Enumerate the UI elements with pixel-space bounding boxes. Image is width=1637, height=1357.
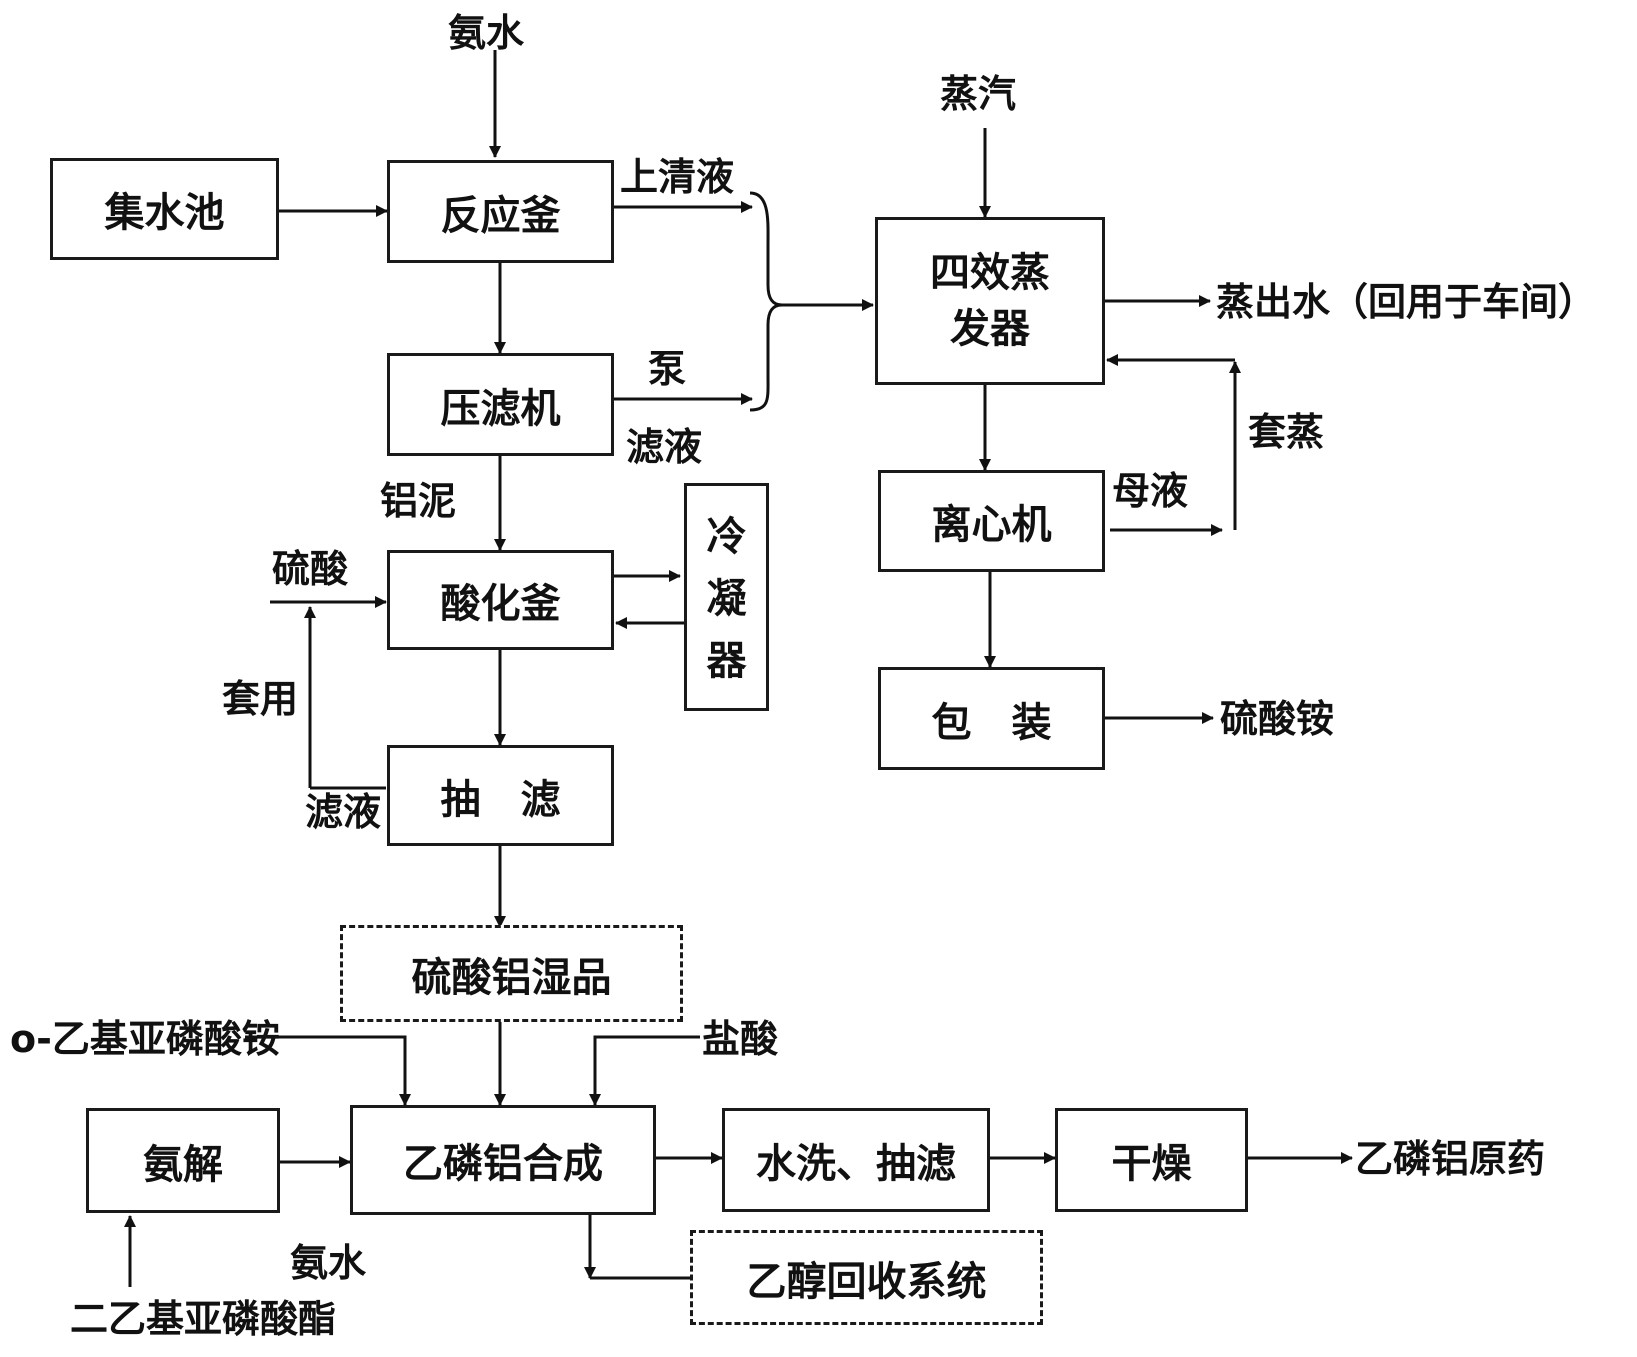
label-supernatant: 上清液 <box>620 155 735 199</box>
label-diethyl-phosphite: 二乙基亚磷酸酯 <box>70 1297 337 1341</box>
arrow-hcl-to-synthesis <box>589 1035 700 1106</box>
acidification-kettle-box: 酸化釜 <box>387 550 614 650</box>
label-pump: 泵 <box>648 347 687 391</box>
label-sulfuric-acid: 硫酸 <box>272 547 349 591</box>
label-steam: 蒸汽 <box>940 72 1017 116</box>
suction-filter-box: 抽 滤 <box>387 745 614 846</box>
arrow-o-ethyl-to-synthesis <box>245 1035 411 1106</box>
label-ammonia-water-bottom: 氨水 <box>290 1241 367 1285</box>
filter-press-box: 压滤机 <box>387 353 614 456</box>
label-ammonia-water-top: 氨水 <box>448 11 525 55</box>
label-fosetyl-al-technical: 乙磷铝原药 <box>1355 1137 1546 1181</box>
centrifuge-box: 离心机 <box>878 470 1105 572</box>
reaction-kettle-box: 反应釜 <box>387 160 614 263</box>
ammonolysis-box: 氨解 <box>86 1108 280 1213</box>
ethanol-recovery-box: 乙醇回收系统 <box>690 1230 1043 1325</box>
aluminum-sulfate-wet-box: 硫酸铝湿品 <box>340 925 683 1022</box>
evaporator-box: 四效蒸 发器 <box>875 217 1105 385</box>
drying-box: 干燥 <box>1055 1108 1248 1212</box>
label-evaporated-water: 蒸出水（回用于车间） <box>1216 280 1597 324</box>
label-hydrochloric-acid: 盐酸 <box>702 1017 779 1061</box>
label-recycle-evaporate: 套蒸 <box>1248 410 1325 454</box>
label-ammonium-sulfate: 硫酸铵 <box>1220 697 1335 741</box>
label-o-ethyl-phosphite-ammonium: o-乙基亚磷酸铵 <box>10 1017 280 1061</box>
fosetyl-synthesis-box: 乙磷铝合成 <box>350 1105 656 1215</box>
label-filtrate-suction: 滤液 <box>305 790 382 834</box>
condenser-label: 冷凝器 <box>706 514 747 684</box>
label-mother-liquor: 母液 <box>1112 469 1189 513</box>
wash-filter-box: 水洗、抽滤 <box>722 1108 990 1212</box>
packaging-box: 包 装 <box>878 667 1105 770</box>
collection-pool-box: 集水池 <box>50 158 279 260</box>
label-reuse: 套用 <box>222 677 299 721</box>
label-aluminum-sludge: 铝泥 <box>380 479 457 523</box>
merge-brace <box>749 191 783 412</box>
label-filtrate-press: 滤液 <box>626 425 703 469</box>
condenser-box: 冷凝器 <box>684 483 769 711</box>
